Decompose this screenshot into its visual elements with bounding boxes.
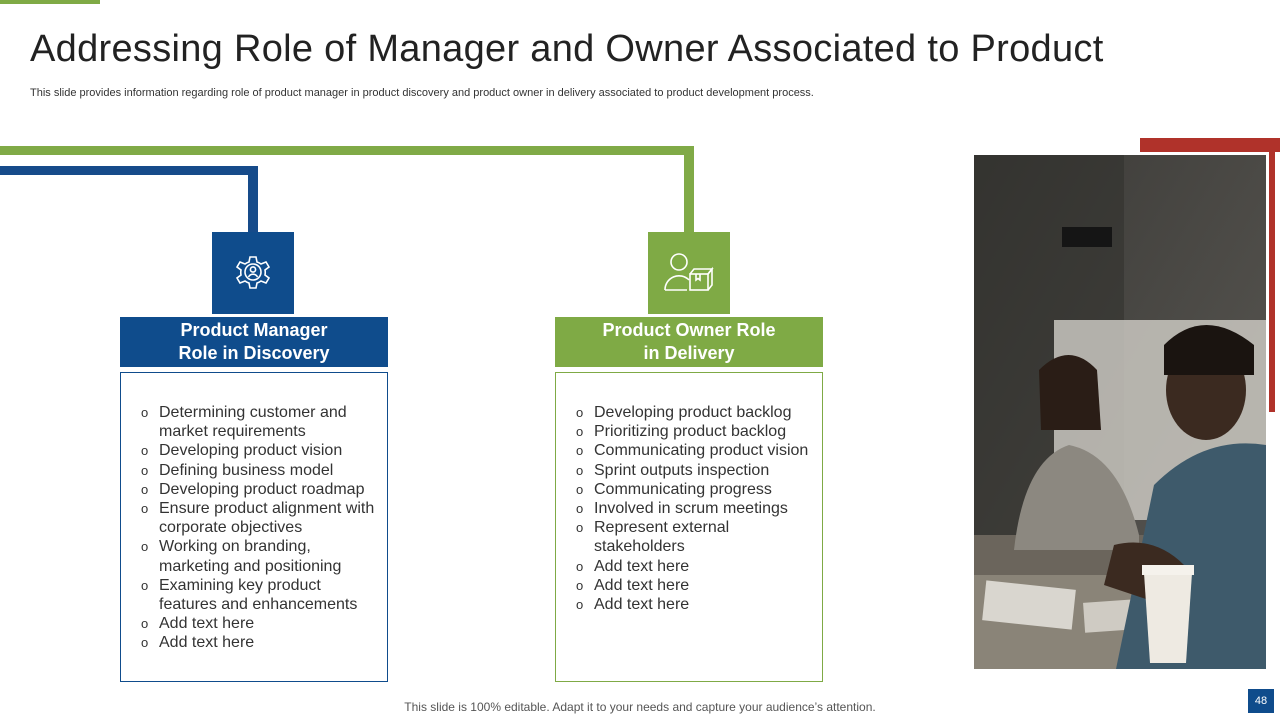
manager-role-header: Product Manager Role in Discovery [120,317,388,367]
blue-connector-horizontal [0,166,258,175]
green-connector-vertical [684,146,694,236]
owner-role-header: Product Owner Role in Delivery [555,317,823,367]
manager-role-box: Determining customer and market requirem… [120,372,388,682]
manager-title-line1: Product Manager [180,320,328,340]
list-item: Defining business model [139,461,377,480]
slide-subtitle: This slide provides information regardin… [30,87,814,99]
list-item: Represent external stakeholders [574,518,812,556]
list-item: Add text here [574,576,812,595]
owner-title-line1: Product Owner Role [602,320,776,340]
list-item: Developing product roadmap [139,480,377,499]
slide-title: Addressing Role of Manager and Owner Ass… [30,28,1104,70]
list-item: Determining customer and market requirem… [139,403,377,441]
list-item: Communicating product vision [574,441,812,460]
user-box-icon [664,253,714,291]
list-item: Add text here [574,557,812,576]
red-frame-right [1269,138,1275,412]
owner-title-line2: in Delivery [643,343,735,363]
manager-icon-box [212,232,294,314]
list-item: Add text here [574,595,812,614]
owner-role-box: Developing product backlog Prioritizing … [555,372,823,682]
manager-title-line2: Role in Discovery [178,343,330,363]
list-item: Add text here [139,614,377,633]
list-item: Prioritizing product backlog [574,422,812,441]
list-item: Add text here [139,633,377,652]
top-accent-bar [0,0,100,4]
page-number: 48 [1248,689,1274,713]
list-item: Involved in scrum meetings [574,499,812,518]
list-item: Developing product vision [139,441,377,460]
list-item: Sprint outputs inspection [574,461,812,480]
owner-role-list: Developing product backlog Prioritizing … [556,373,822,614]
list-item: Developing product backlog [574,403,812,422]
green-connector-horizontal [0,146,694,155]
list-item: Working on branding, marketing and posit… [139,537,377,575]
list-item: Communicating progress [574,480,812,499]
manager-role-list: Determining customer and market requirem… [121,373,387,653]
blue-connector-vertical [248,166,258,236]
list-item: Examining key product features and enhan… [139,576,377,614]
gear-icon [235,256,271,289]
owner-icon-box [648,232,730,314]
list-item: Ensure product alignment with corporate … [139,499,377,537]
red-frame-top [1140,138,1280,152]
meeting-photo [974,155,1266,669]
slide-footer: This slide is 100% editable. Adapt it to… [404,700,876,714]
